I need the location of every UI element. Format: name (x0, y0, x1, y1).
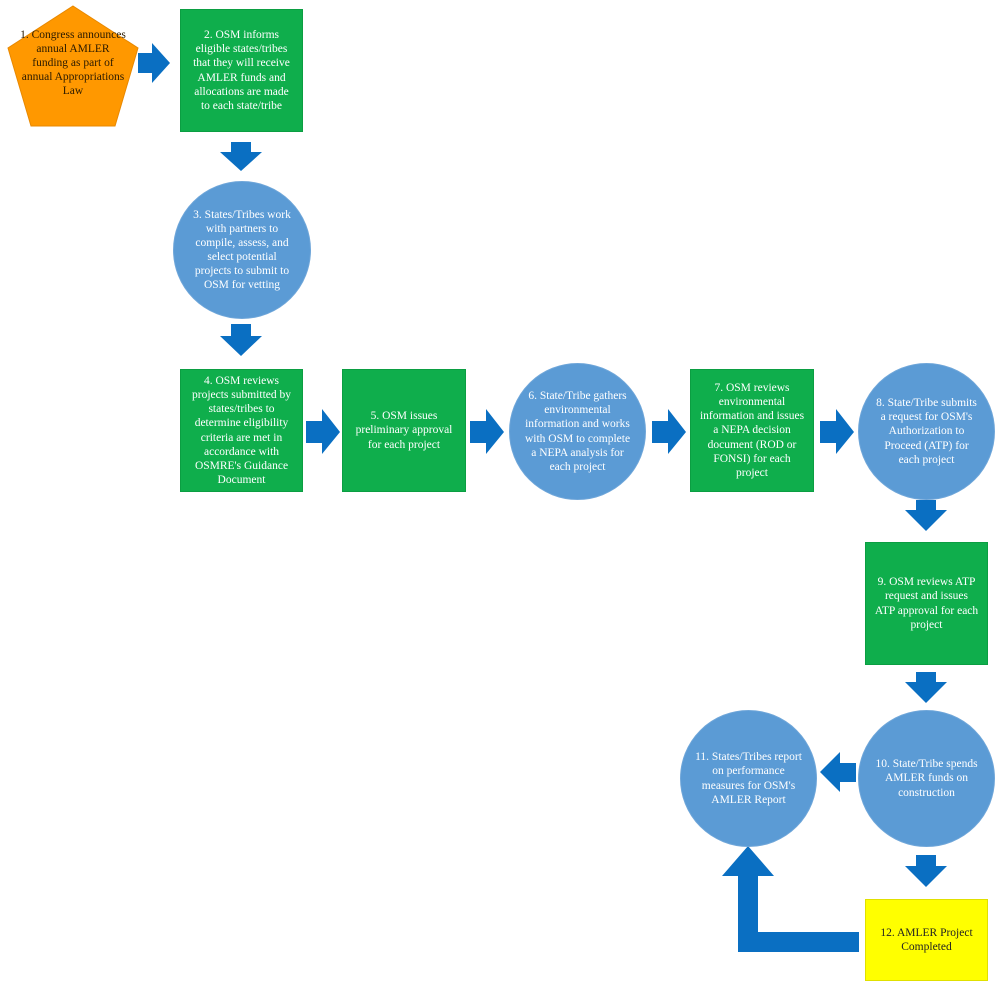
step-6-label: 6. State/Tribe gathers environmental inf… (524, 390, 631, 473)
step-8-label: 8. State/Tribe submits a request for OSM… (876, 397, 977, 466)
arrow-1-to-2 (138, 43, 170, 83)
step-7-label: 7. OSM reviews environmental information… (699, 382, 805, 479)
arrow-7-to-8 (820, 409, 854, 454)
arrow-9-to-10 (905, 672, 947, 703)
arrow-3-to-4 (220, 324, 262, 356)
step-1-pentagon: 1. Congress announces annual AMLER fundi… (6, 4, 140, 128)
step-12-label: 12. AMLER Project Completed (880, 926, 973, 953)
step-8-circle: 8. State/Tribe submits a request for OSM… (858, 363, 995, 500)
step-1-label: 1. Congress announces annual AMLER fundi… (20, 29, 126, 98)
step-5-label: 5. OSM issues preliminary approval for e… (355, 410, 453, 451)
arrow-10-to-12 (905, 855, 947, 887)
arrow-5-to-6 (470, 409, 504, 454)
step-3-label: 3. States/Tribes work with partners to c… (193, 208, 291, 292)
step-10-label: 10. State/Tribe spends AMLER funds on co… (875, 758, 978, 799)
step-4-label: 4. OSM reviews projects submitted by sta… (191, 375, 291, 486)
step-5-box: 5. OSM issues preliminary approval for e… (342, 369, 466, 492)
arrow-2-to-3 (220, 142, 262, 171)
arrow-12-to-11 (722, 846, 859, 952)
step-10-circle: 10. State/Tribe spends AMLER funds on co… (858, 710, 995, 847)
step-6-circle: 6. State/Tribe gathers environmental inf… (509, 363, 646, 500)
arrow-10-to-11 (820, 752, 856, 792)
step-2-label: 2. OSM informs eligible states/tribes th… (193, 29, 290, 112)
step-3-circle: 3. States/Tribes work with partners to c… (173, 181, 311, 319)
step-9-box: 9. OSM reviews ATP request and issues AT… (865, 542, 988, 665)
step-12-box: 12. AMLER Project Completed (865, 899, 988, 981)
arrow-8-to-9 (905, 500, 947, 531)
step-7-box: 7. OSM reviews environmental information… (690, 369, 814, 492)
pentagon-shape (7, 5, 139, 127)
step-2-box: 2. OSM informs eligible states/tribes th… (180, 9, 303, 132)
step-4-box: 4. OSM reviews projects submitted by sta… (180, 369, 303, 492)
step-11-label: 11. States/Tribes report on performance … (695, 751, 802, 806)
arrow-4-to-5 (306, 409, 340, 454)
step-11-circle: 11. States/Tribes report on performance … (680, 710, 817, 847)
step-9-label: 9. OSM reviews ATP request and issues AT… (874, 576, 979, 631)
arrow-6-to-7 (652, 409, 686, 454)
